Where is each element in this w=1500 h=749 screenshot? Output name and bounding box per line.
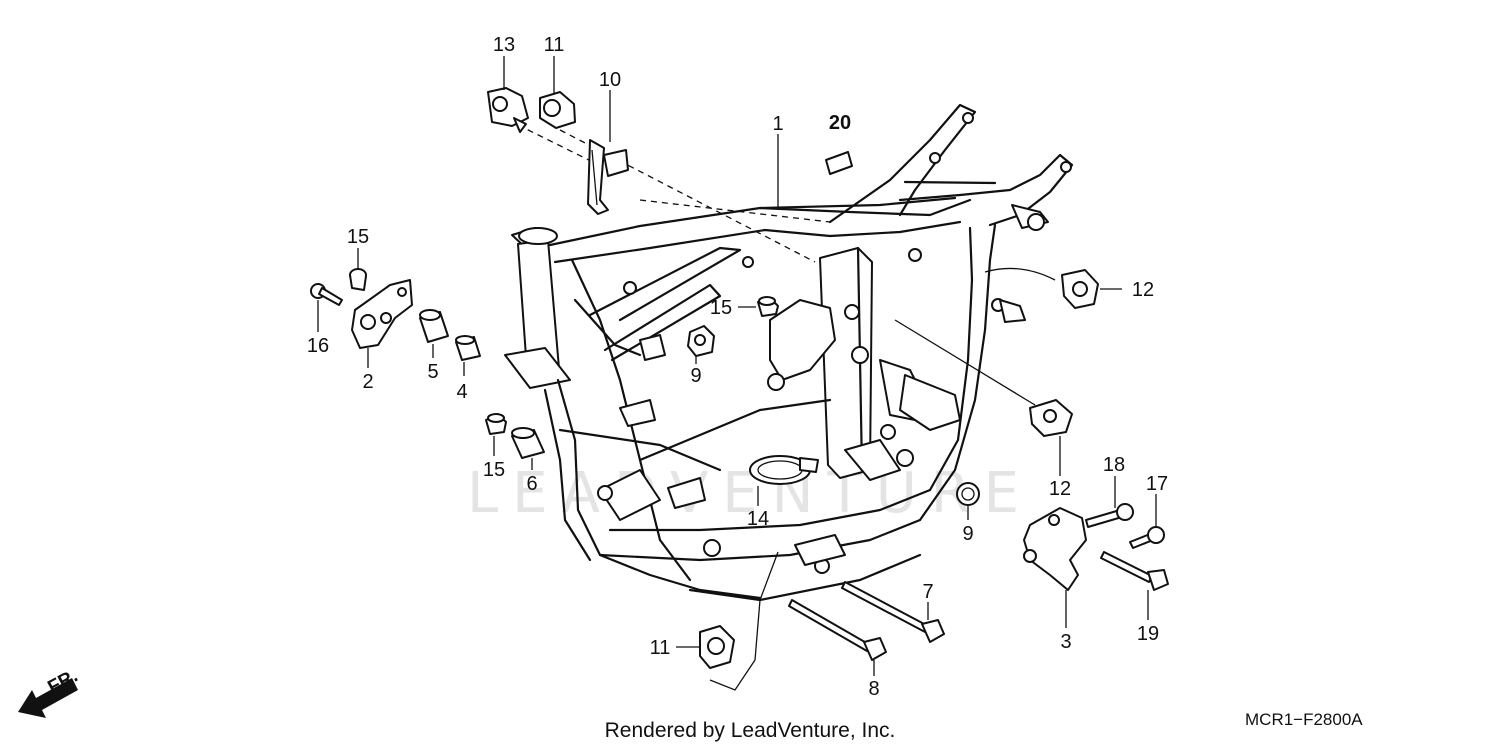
callout-2: 2 [362, 371, 373, 393]
clip-12-right [1061, 269, 1099, 309]
callout-13: 13 [493, 34, 515, 56]
callout-6: 6 [526, 473, 537, 495]
bracket-3 [1023, 507, 1087, 591]
nut-15-lower [485, 413, 507, 435]
bolt-16 [310, 283, 343, 306]
nut-15-center [757, 296, 779, 317]
callout-15-lower: 15 [483, 459, 505, 481]
callout-9-upper: 9 [690, 365, 701, 387]
callout-16: 16 [307, 335, 329, 357]
bracket-2 [351, 279, 413, 349]
bolt-7 [841, 581, 945, 643]
bolt-18 [1085, 503, 1134, 528]
band-14 [749, 455, 819, 485]
callout-10: 10 [599, 69, 621, 91]
bolt-8 [788, 599, 887, 661]
callout-1: 1 [772, 113, 783, 135]
callout-4: 4 [456, 381, 467, 403]
callout-8: 8 [868, 678, 879, 700]
callout-3: 3 [1060, 631, 1071, 653]
callout-11-top: 11 [544, 34, 565, 56]
callout-15-center: 15 [710, 297, 732, 319]
watermark: LEADVENTURE [467, 461, 1033, 526]
callout-17: 17 [1146, 473, 1168, 495]
callout-15-upper-left: 15 [347, 226, 369, 248]
diagram-code: MCR1−F2800A [1245, 710, 1363, 729]
nut-15-left [349, 268, 367, 291]
callout-7: 7 [922, 581, 933, 603]
footer-credit: Rendered by LeadVenture, Inc. [605, 719, 896, 742]
callout-12-right: 12 [1132, 279, 1154, 301]
pad-20 [825, 151, 853, 175]
frame-body [504, 103, 1074, 691]
band-10 [587, 139, 629, 215]
leader-lines [317, 56, 1157, 676]
clip-11-upper [539, 91, 576, 129]
grommet-9-lower [956, 482, 980, 506]
clip-11-lower [699, 625, 735, 669]
clip-12-lower [1029, 399, 1073, 437]
grommet-9-upper [687, 325, 715, 357]
front-direction-arrow: FR. [18, 666, 81, 718]
collar-6 [511, 427, 545, 459]
callout-19: 19 [1137, 623, 1159, 645]
callout-9-lower: 9 [962, 523, 973, 545]
collar-5 [419, 309, 449, 343]
callout-5: 5 [427, 361, 438, 383]
collar-4 [455, 335, 481, 361]
bolt-19 [1100, 551, 1169, 591]
callout-18: 18 [1103, 454, 1125, 476]
callout-11-lower: 11 [650, 637, 671, 659]
callout-14: 14 [747, 508, 769, 530]
clip-13 [487, 87, 529, 133]
callout-12-lower: 12 [1049, 478, 1071, 500]
bolt-17 [1129, 526, 1165, 549]
callout-20: 20 [829, 112, 851, 134]
